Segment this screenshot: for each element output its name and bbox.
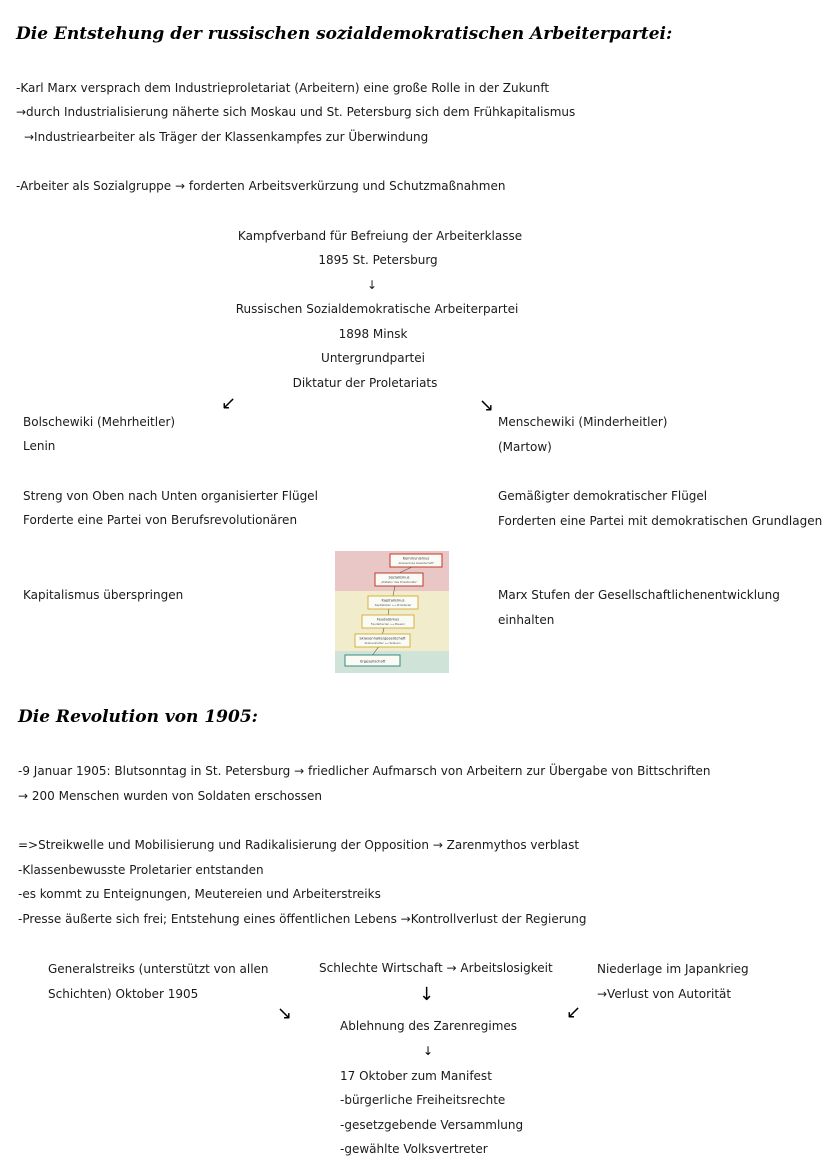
center-line: Untergrundpartei	[321, 351, 425, 365]
section-heading-partei: Die Entstehung der russischen sozialdemo…	[16, 24, 673, 44]
text-line: -9 Januar 1905: Blutsonntag in St. Peter…	[18, 764, 711, 778]
stage-subtitle: Feudalherren ⟷ Bauern	[371, 622, 405, 626]
text-line: →durch Industrialisierung näherte sich M…	[16, 105, 576, 119]
center-arrow: ↓	[366, 278, 378, 292]
stage-connector	[387, 608, 390, 616]
stage-box	[361, 614, 415, 629]
text-line: -Karl Marx versprach dem Industrieprolet…	[16, 81, 550, 95]
left-text: Bolschewiki (Mehrheitler)	[23, 415, 176, 429]
right-text: Gemäßigter demokratischer Flügel	[498, 489, 708, 503]
left-text: Streng von Oben nach Unten organisierter…	[23, 489, 318, 503]
left-text: Kapitalismus überspringen	[23, 588, 184, 602]
arrow-down-left-icon: ↙	[566, 1002, 582, 1023]
left-text: Lenin	[23, 439, 56, 453]
left-text: Forderte eine Partei von Berufsrevolutio…	[23, 513, 298, 527]
result-text: Ablehnung des Zarenregimes	[340, 1019, 518, 1033]
center-line: Russischen Sozialdemokratische Arbeiterp…	[235, 302, 519, 316]
center-line: Kampfverband für Befreiung der Arbeiterk…	[237, 229, 523, 243]
stage-connector	[398, 566, 413, 574]
stage-connector	[382, 627, 385, 635]
right-text: Marx Stufen der Gesellschaftlichenentwic…	[498, 588, 780, 602]
text-line: -Presse äußerte sich frei; Entstehung ei…	[18, 912, 587, 926]
stage-title: Sklavenhaltergesellschaft	[359, 637, 406, 641]
stage-box	[374, 572, 424, 587]
center-line: 1898 Minsk	[338, 327, 408, 341]
text-line: → 200 Menschen wurden von Soldaten ersch…	[18, 789, 322, 803]
stage-box	[354, 633, 411, 648]
stage-box	[389, 553, 443, 568]
cause-middle: Schlechte Wirtschaft → Arbeitslosigkeit	[319, 961, 553, 975]
stage-subtitle: „klassenlose Gesellschaft“	[397, 561, 435, 565]
result-text: -bürgerliche Freiheitsrechte	[340, 1093, 506, 1107]
center-line: Diktatur der Proletariats	[292, 376, 438, 390]
stage-title: Kommunismus	[403, 557, 430, 561]
gesellschaftsstufen-image: Kommunismus„klassenlose Gesellschaft“ Soz…	[335, 551, 449, 673]
stage-subtitle: Kapitalisten ⟷ Proletarier	[375, 603, 413, 607]
center-line: 1895 St. Petersburg	[318, 253, 438, 267]
arrow-down-right-icon: ↘	[277, 1003, 293, 1024]
right-text: einhalten	[498, 613, 555, 627]
text-line: =>Streikwelle und Mobilisierung und Radi…	[18, 838, 580, 852]
result-text: 17 Oktober zum Manifest	[340, 1069, 492, 1083]
arrow-down-icon: ↓	[423, 1044, 434, 1058]
result-text: -gewählte Volksvertreter	[340, 1142, 488, 1156]
right-text: (Martow)	[498, 440, 552, 454]
section-heading-revolution: Die Revolution von 1905:	[18, 707, 258, 727]
result-text: -gesetzgebende Versammlung	[340, 1118, 524, 1132]
stage-title: Kapitalismus	[382, 599, 405, 603]
text-line: →Industriearbeiter als Träger der Klasse…	[24, 130, 429, 144]
arrow-down-icon: ↓	[419, 984, 435, 1005]
stage-connector	[372, 646, 379, 656]
stage-title: Sozialismus	[388, 576, 409, 580]
arrow-down-left-icon: ↙	[221, 393, 237, 414]
right-text: Menschewiki (Minderheitler)	[498, 415, 668, 429]
text-line: -Arbeiter als Sozialgruppe → forderten A…	[16, 179, 506, 193]
stage-subtitle: Sklavenhalter ⟷ Sklaven	[364, 641, 400, 645]
stage-box	[367, 595, 419, 610]
stage-connector	[392, 585, 396, 597]
stage-title: Feudalismus	[377, 618, 399, 622]
cause-right: →Verlust von Autorität	[597, 987, 732, 1001]
stage-box	[344, 654, 401, 667]
stage-title: Urgesellschaft	[360, 660, 386, 664]
right-text: Forderten eine Partei mit demokratischen…	[498, 514, 823, 528]
text-line: -Klassenbewusste Proletarier entstanden	[18, 863, 264, 877]
cause-right: Niederlage im Japankrieg	[597, 962, 749, 976]
cause-left: Generalstreiks (unterstützt von allen	[48, 962, 269, 976]
stage-subtitle: „Diktatur des Proletariats“	[381, 580, 418, 584]
arrow-down-right-icon: ↘	[479, 395, 495, 416]
cause-left: Schichten) Oktober 1905	[48, 987, 199, 1001]
text-line: -es kommt zu Enteignungen, Meutereien un…	[18, 887, 381, 901]
